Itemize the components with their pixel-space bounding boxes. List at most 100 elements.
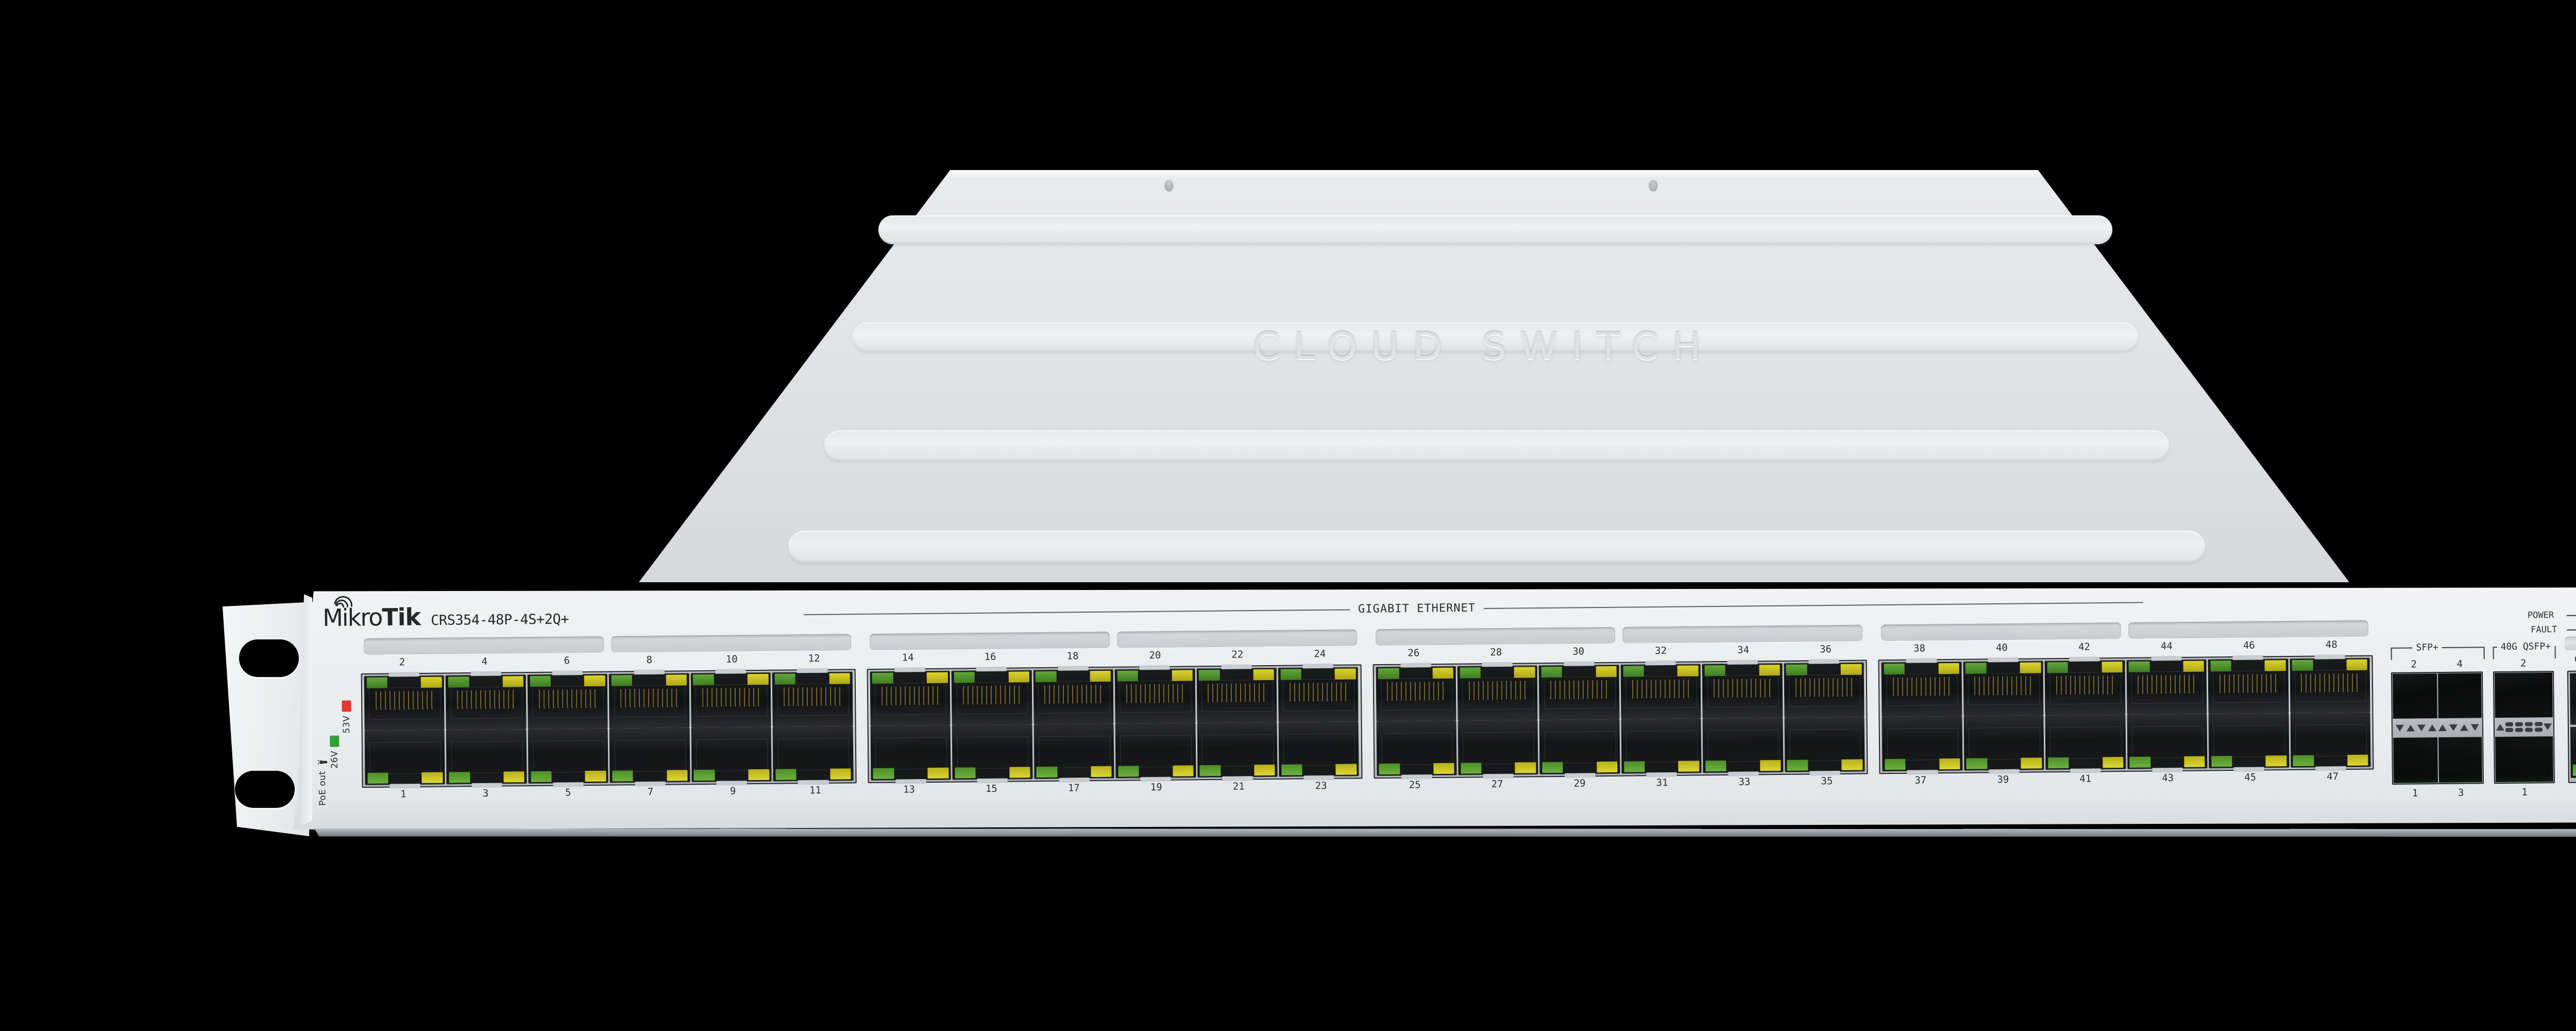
brand-row: MikroTik CRS354-48P-4S+2Q+	[323, 592, 569, 632]
rj45-port[interactable]	[446, 671, 527, 730]
rj45-port[interactable]	[1702, 717, 1784, 777]
port-activity-led	[829, 673, 850, 685]
rj45-port[interactable]	[2208, 713, 2289, 772]
rj45-port[interactable]	[1457, 662, 1538, 721]
rj45-port[interactable]	[1539, 719, 1620, 779]
rj45-port[interactable]	[364, 671, 445, 731]
rj45-port[interactable]	[772, 726, 854, 785]
rj45-port[interactable]	[690, 668, 771, 728]
power-leader-line	[2567, 615, 2576, 616]
console-rj45-jack[interactable]	[2570, 672, 2576, 725]
rj45-port[interactable]	[1784, 658, 1865, 718]
rj45-tab	[894, 667, 925, 672]
ethernet-port-block	[1878, 654, 2374, 775]
rj45-port[interactable]	[2208, 655, 2289, 714]
rj45-shell	[1625, 730, 1698, 763]
rj45-port[interactable]	[952, 724, 1033, 784]
port-link-led	[1884, 663, 1905, 675]
port-link-led	[2293, 755, 2314, 766]
rj45-port[interactable]	[691, 726, 772, 786]
rj45-port[interactable]	[2044, 656, 2126, 716]
port-number: 4	[481, 655, 488, 667]
sfp-port-number-bottom: 1	[2412, 787, 2418, 799]
rj45-port[interactable]	[1702, 659, 1783, 719]
rj45-port[interactable]	[870, 667, 951, 726]
rj45-port[interactable]	[2290, 712, 2371, 771]
rj45-port[interactable]	[446, 729, 527, 788]
rj45-port[interactable]	[1278, 721, 1360, 781]
rj45-port[interactable]	[1033, 665, 1114, 725]
port-activity-led	[1091, 766, 1112, 777]
rj45-port[interactable]	[364, 730, 446, 789]
rj45-port[interactable]	[528, 728, 608, 788]
rj45-port[interactable]	[1376, 720, 1457, 780]
port-number: 39	[1997, 773, 2009, 786]
rj45-pins	[2301, 673, 2359, 692]
rj45-port[interactable]	[1784, 717, 1865, 776]
rj45-port[interactable]	[1458, 720, 1538, 779]
rj45-port[interactable]	[1881, 657, 1962, 717]
port-link-led	[366, 677, 387, 689]
rj45-tab	[552, 670, 583, 675]
chevron-up-icon	[2496, 724, 2505, 731]
rj45-port[interactable]	[609, 728, 690, 787]
rj45-port[interactable]	[1197, 722, 1278, 782]
rj45-port[interactable]	[1539, 661, 1620, 720]
rj45-port[interactable]	[1376, 662, 1456, 722]
port-link-led	[2048, 757, 2069, 769]
rj45-port[interactable]	[772, 668, 853, 727]
rj45-port[interactable]	[1620, 660, 1701, 719]
port-link-led	[1378, 668, 1399, 680]
rj45-port[interactable]	[951, 666, 1032, 725]
rj45-pins	[783, 687, 842, 706]
poe-out-row: PoE out	[317, 744, 328, 806]
rj45-port[interactable]	[2127, 714, 2208, 773]
sfp-cage[interactable]	[2391, 671, 2484, 785]
qsfp-slot-top[interactable]	[2495, 672, 2553, 718]
rj45-port[interactable]	[1196, 664, 1277, 723]
rj45-shell	[1201, 734, 1274, 767]
mgmt-rj45-jack[interactable]	[2570, 726, 2576, 779]
port-activity-led	[748, 769, 770, 781]
ethernet-port-row	[1376, 658, 1865, 722]
rj45-port[interactable]	[2126, 655, 2207, 715]
port-link-led	[1965, 663, 1987, 674]
rj45-port[interactable]	[1278, 663, 1359, 722]
cover-rib	[788, 531, 2205, 563]
mgmt-rj45-cage[interactable]	[2567, 670, 2576, 783]
port-activity-led	[584, 675, 605, 687]
rj45-port[interactable]	[1115, 723, 1196, 782]
rj45-port[interactable]	[527, 670, 608, 730]
rj45-shell	[533, 740, 605, 773]
port-link-led	[693, 674, 714, 686]
rj45-tab	[1988, 657, 2019, 663]
rj45-port[interactable]	[2290, 654, 2370, 714]
port-number: 26	[1408, 647, 1420, 659]
ethernet-port-row	[1882, 712, 2371, 775]
port-activity-led	[2102, 756, 2124, 768]
rj45-port[interactable]	[1963, 657, 2044, 716]
rj45-port[interactable]	[1882, 716, 1963, 775]
qsfp-cage[interactable]	[2493, 671, 2555, 784]
rj45-port[interactable]	[609, 669, 690, 729]
ethernet-port-block	[361, 668, 857, 789]
poe-out-label: PoE out	[317, 771, 328, 806]
chevron-up-icon	[2438, 724, 2447, 732]
rj45-port[interactable]	[1033, 723, 1114, 783]
qsfp-slot-bottom[interactable]	[2495, 736, 2553, 783]
rj45-port[interactable]	[1963, 715, 2044, 774]
rj45-port[interactable]	[1114, 665, 1196, 724]
rj45-port[interactable]	[2045, 714, 2126, 774]
plug-icon	[317, 760, 328, 765]
model-number: CRS354-48P-4S+2Q+	[431, 611, 569, 629]
port-number: 21	[1232, 781, 1245, 792]
port-number: 22	[1231, 649, 1244, 661]
cover-screw	[1164, 179, 1174, 192]
port-link-led	[367, 772, 388, 784]
rj45-port[interactable]	[1621, 718, 1702, 778]
rj45-port[interactable]	[870, 725, 951, 784]
chevron-up-icon	[2406, 724, 2415, 732]
